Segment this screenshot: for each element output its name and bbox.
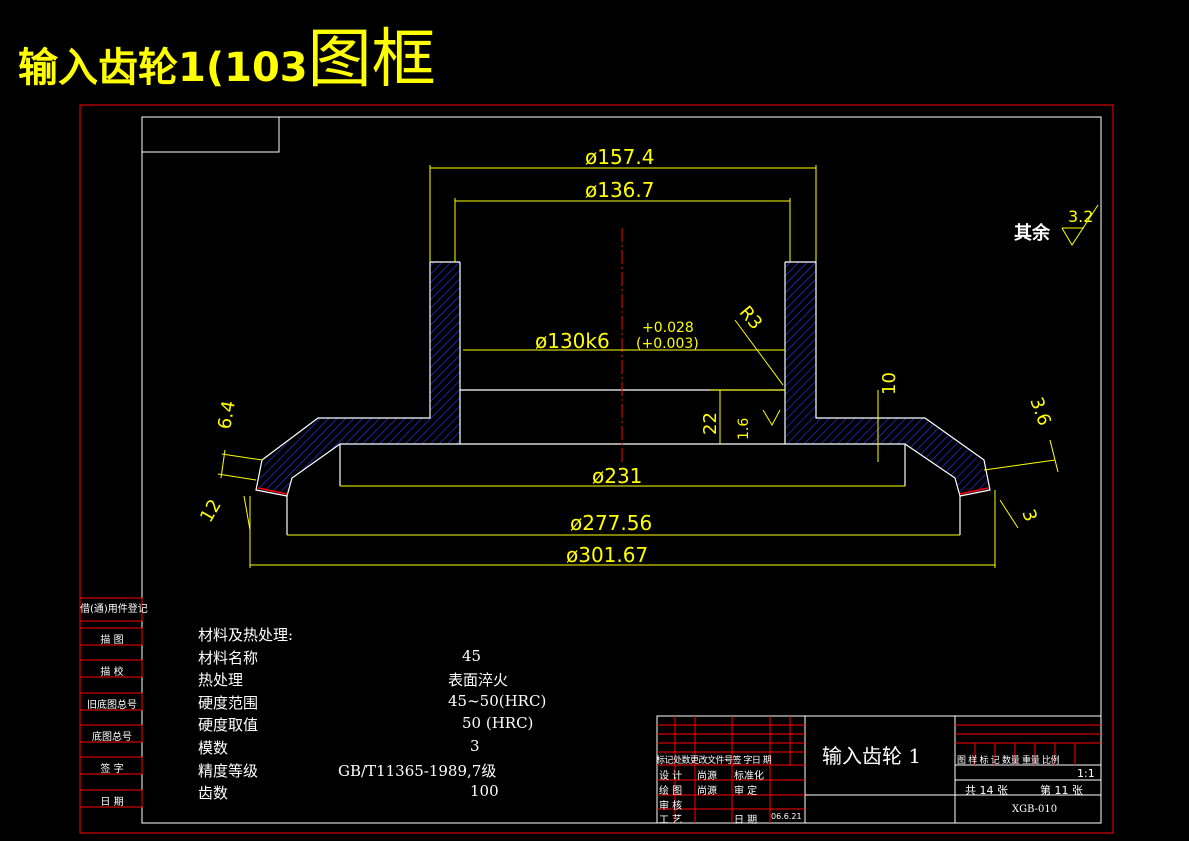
design-label: 设 计 [659, 771, 683, 782]
side-label-old-base: 旧底图总号 [87, 700, 137, 711]
side-label-base: 底图总号 [92, 732, 132, 743]
spec-heading: 材料及热处理: [198, 626, 294, 644]
drawer-name: 尚源 [697, 786, 717, 797]
spec-label: 材料名称 [198, 649, 259, 667]
pitch-line-left [257, 487, 288, 495]
part-name: 输入齿轮 1 [822, 744, 922, 768]
dim-tol-lower: (+0.003) [636, 336, 699, 352]
dim-tol-upper: +0.028 [642, 320, 694, 336]
rough-rest-label: 其余 [1014, 222, 1051, 244]
approve-label: 审 定 [734, 786, 758, 797]
dim-10: 10 [879, 372, 900, 395]
dim-radius: R3 [735, 302, 766, 334]
dim-d277: ø277.56 [570, 511, 652, 535]
dim-22: 22 [700, 412, 721, 435]
side-label-borrow: 借(通)用件登记 [80, 604, 148, 615]
sheet-number: 第 11 张 [1040, 784, 1083, 797]
dim-d136: ø136.7 [585, 178, 655, 202]
hatched-section-right [785, 262, 990, 496]
dim-3-6: 3.6 [1025, 395, 1055, 429]
drawing-label: 绘 图 [659, 786, 683, 797]
designer-name: 尚源 [697, 771, 717, 782]
title-part1: 输入齿轮1(103 [18, 45, 308, 91]
process-label: 工 艺 [659, 815, 683, 826]
side-label-trace-check: 描 校 [100, 667, 124, 678]
dim-d301: ø301.67 [566, 543, 648, 567]
spec-value: GB/T11365-1989,7级 [338, 762, 497, 780]
dim-d231: ø231 [592, 464, 642, 488]
date-label: 日 期 [734, 815, 758, 826]
spec-value: 3 [470, 737, 480, 755]
dim-6-4: 6.4 [214, 399, 240, 431]
spec-value: 45~50(HRC) [448, 692, 547, 710]
standard-label: 标准化 [734, 771, 764, 782]
inner-frame [141, 116, 1102, 824]
date-value: 06.6.21 [771, 812, 802, 821]
dimension-lines [217, 165, 1099, 568]
spec-value: 表面淬火 [448, 671, 509, 689]
spec-label: 硬度范围 [198, 694, 259, 712]
outer-border [79, 104, 1114, 834]
page-title: 输入齿轮1(103图框 [18, 8, 436, 100]
title-block-grid [656, 715, 1102, 824]
dim-12: 12 [196, 496, 226, 526]
code-box [141, 116, 280, 153]
dim-d130: ø130k6 [535, 329, 610, 353]
spec-value: 50 (HRC) [462, 714, 534, 732]
spec-label: 齿数 [198, 784, 229, 802]
side-label-date: 日 期 [100, 797, 124, 808]
dim-d157: ø157.4 [585, 145, 655, 169]
hatched-section-left [256, 262, 460, 496]
pitch-line-right [959, 487, 989, 495]
rough-local: 1.6 [736, 418, 752, 440]
side-label-trace: 描 图 [100, 635, 124, 646]
rev-header: 标记处数更改文件号签 字日 期 [656, 756, 772, 766]
spec-value: 100 [470, 782, 499, 800]
dim-3: 3 [1017, 507, 1041, 525]
spec-label: 硬度取值 [198, 716, 259, 734]
title-part2: 图框 [307, 23, 436, 97]
check-label: 审 核 [659, 801, 683, 812]
side-column [79, 597, 143, 808]
rough-rest-value: 3.2 [1068, 207, 1093, 226]
dimension-text: ø157.4 ø136.7 ø130k6 +0.028 (+0.003) R3 … [196, 145, 1093, 567]
sample-header: 图 样 标 记 数量 重量 比例 [957, 756, 1060, 766]
side-label-sign: 签 字 [100, 764, 124, 775]
scale-value: 1:1 [1077, 767, 1095, 780]
drawing-number: XGB-010 [1012, 804, 1058, 815]
spec-label: 精度等级 [198, 762, 259, 780]
spec-label: 热处理 [198, 671, 244, 689]
spec-label: 模数 [198, 739, 229, 757]
part-outline [255, 261, 991, 535]
total-sheets: 共 14 张 [965, 784, 1008, 797]
spec-value: 45 [462, 647, 482, 665]
